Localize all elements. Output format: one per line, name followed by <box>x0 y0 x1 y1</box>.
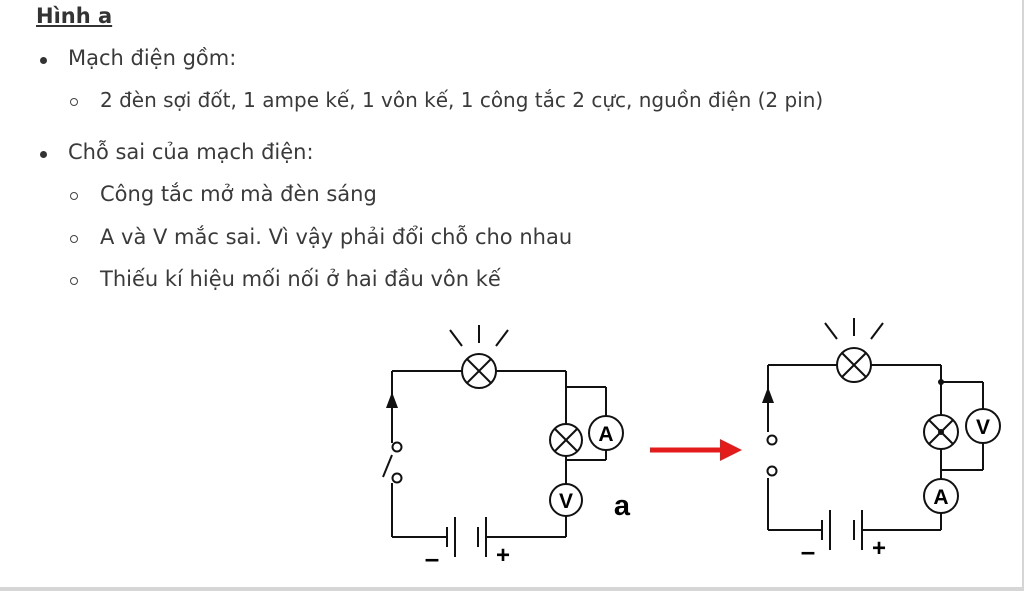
lamp-icon <box>549 423 583 457</box>
section-2-label: Chỗ sai của mạch điện: <box>68 140 314 164</box>
light-rays-icon <box>824 318 884 340</box>
battery-minus: – <box>801 536 815 566</box>
bullet-circle <box>70 277 78 285</box>
section-1-label: Mạch điện gồm: <box>68 46 237 70</box>
section-2-item-2: A và V mắc sai. Vì vậy phải đổi chỗ cho … <box>100 225 573 249</box>
lamp-icon <box>461 353 497 389</box>
battery-minus: – <box>425 543 439 573</box>
battery-plus: + <box>496 542 510 569</box>
corrected-circuit <box>767 364 984 531</box>
bullet-circle <box>70 235 78 243</box>
junction-dot <box>938 379 944 385</box>
ammeter-symbol: A <box>933 486 948 509</box>
battery-icon <box>446 517 487 557</box>
voltmeter-symbol: V <box>559 490 573 513</box>
switch-icon <box>766 434 778 477</box>
ammeter-icon: A <box>923 478 959 514</box>
bullet-dot <box>40 57 47 64</box>
current-arrow-icon <box>386 392 398 408</box>
figure-label: a <box>614 490 631 522</box>
section-2-item-3: Thiếu kí hiệu mối nối ở hai đầu vôn kế <box>100 267 501 291</box>
battery-plus: + <box>872 535 886 562</box>
window-border-right <box>1022 0 1024 591</box>
window-border-bottom <box>0 587 1024 591</box>
section-2-item-1: Công tắc mở mà đèn sáng <box>100 182 377 206</box>
current-arrow-icon <box>762 387 774 403</box>
light-rays-icon <box>449 325 509 347</box>
section-heading: Hình a <box>36 4 113 28</box>
voltmeter-icon: V <box>549 483 583 517</box>
bullet-circle <box>70 98 78 106</box>
voltmeter-symbol: V <box>976 416 990 439</box>
bullet-circle <box>70 192 78 200</box>
ammeter-icon: A <box>588 415 624 451</box>
lamp-icon <box>836 347 872 383</box>
transform-arrow-icon <box>650 439 742 461</box>
section-1-item-1: 2 đèn sợi đốt, 1 ampe kế, 1 vôn kế, 1 cô… <box>100 88 824 112</box>
ammeter-symbol: A <box>598 423 613 446</box>
junction-dot <box>938 429 944 435</box>
voltmeter-icon: V <box>965 408 1001 444</box>
bullet-dot <box>40 151 47 158</box>
battery-icon <box>821 510 863 550</box>
switch-open-icon <box>382 440 403 484</box>
